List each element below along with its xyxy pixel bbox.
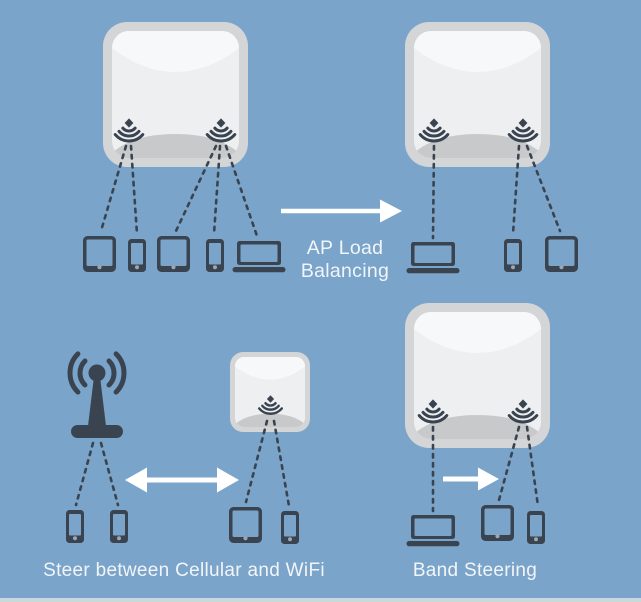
phone-icon	[206, 239, 224, 272]
tablet-icon	[229, 507, 262, 543]
caption-line: Balancing	[300, 260, 390, 282]
phone-icon	[66, 510, 84, 543]
tablet-icon	[83, 236, 116, 272]
tablet-icon	[157, 236, 190, 272]
phone-icon	[281, 511, 299, 544]
phone-icon	[110, 510, 128, 543]
caption-line: AP Load	[306, 237, 384, 259]
steer-cellular-wifi-group	[66, 352, 310, 544]
wifi-link-dashed-lines	[99, 144, 259, 238]
phone-icon	[527, 511, 545, 544]
bottom-edge-strip	[0, 598, 641, 602]
caption-steer-cellular-wifi: Steer between Cellular and WiFi	[43, 560, 325, 581]
arrow-right-icon	[443, 467, 499, 491]
laptop-icon	[406, 515, 460, 547]
ap-load-balancing-before-group	[83, 22, 286, 273]
phone-icon	[504, 239, 522, 272]
phone-icon	[128, 239, 146, 272]
tablet-icon	[545, 236, 578, 272]
cell-tower-icon	[70, 354, 124, 438]
wifi-link-dashed-lines	[244, 419, 291, 508]
wifi-link-dashed-lines	[431, 425, 540, 513]
access-point-icon	[230, 352, 310, 432]
caption-ap-load-balancing: AP Load Balancing	[265, 237, 425, 283]
caption-band-steering: Band Steering	[412, 560, 538, 581]
access-point-icon	[405, 303, 550, 448]
arrow-double-icon	[125, 467, 239, 493]
band-steering-group	[405, 303, 550, 547]
tablet-icon	[481, 505, 514, 541]
arrow-right-icon	[281, 199, 402, 223]
ap-load-balancing-after-group	[405, 22, 578, 274]
cellular-link-dashed-lines	[74, 441, 120, 507]
wifi-link-dashed-lines	[431, 144, 562, 240]
access-point-icon	[405, 22, 550, 167]
